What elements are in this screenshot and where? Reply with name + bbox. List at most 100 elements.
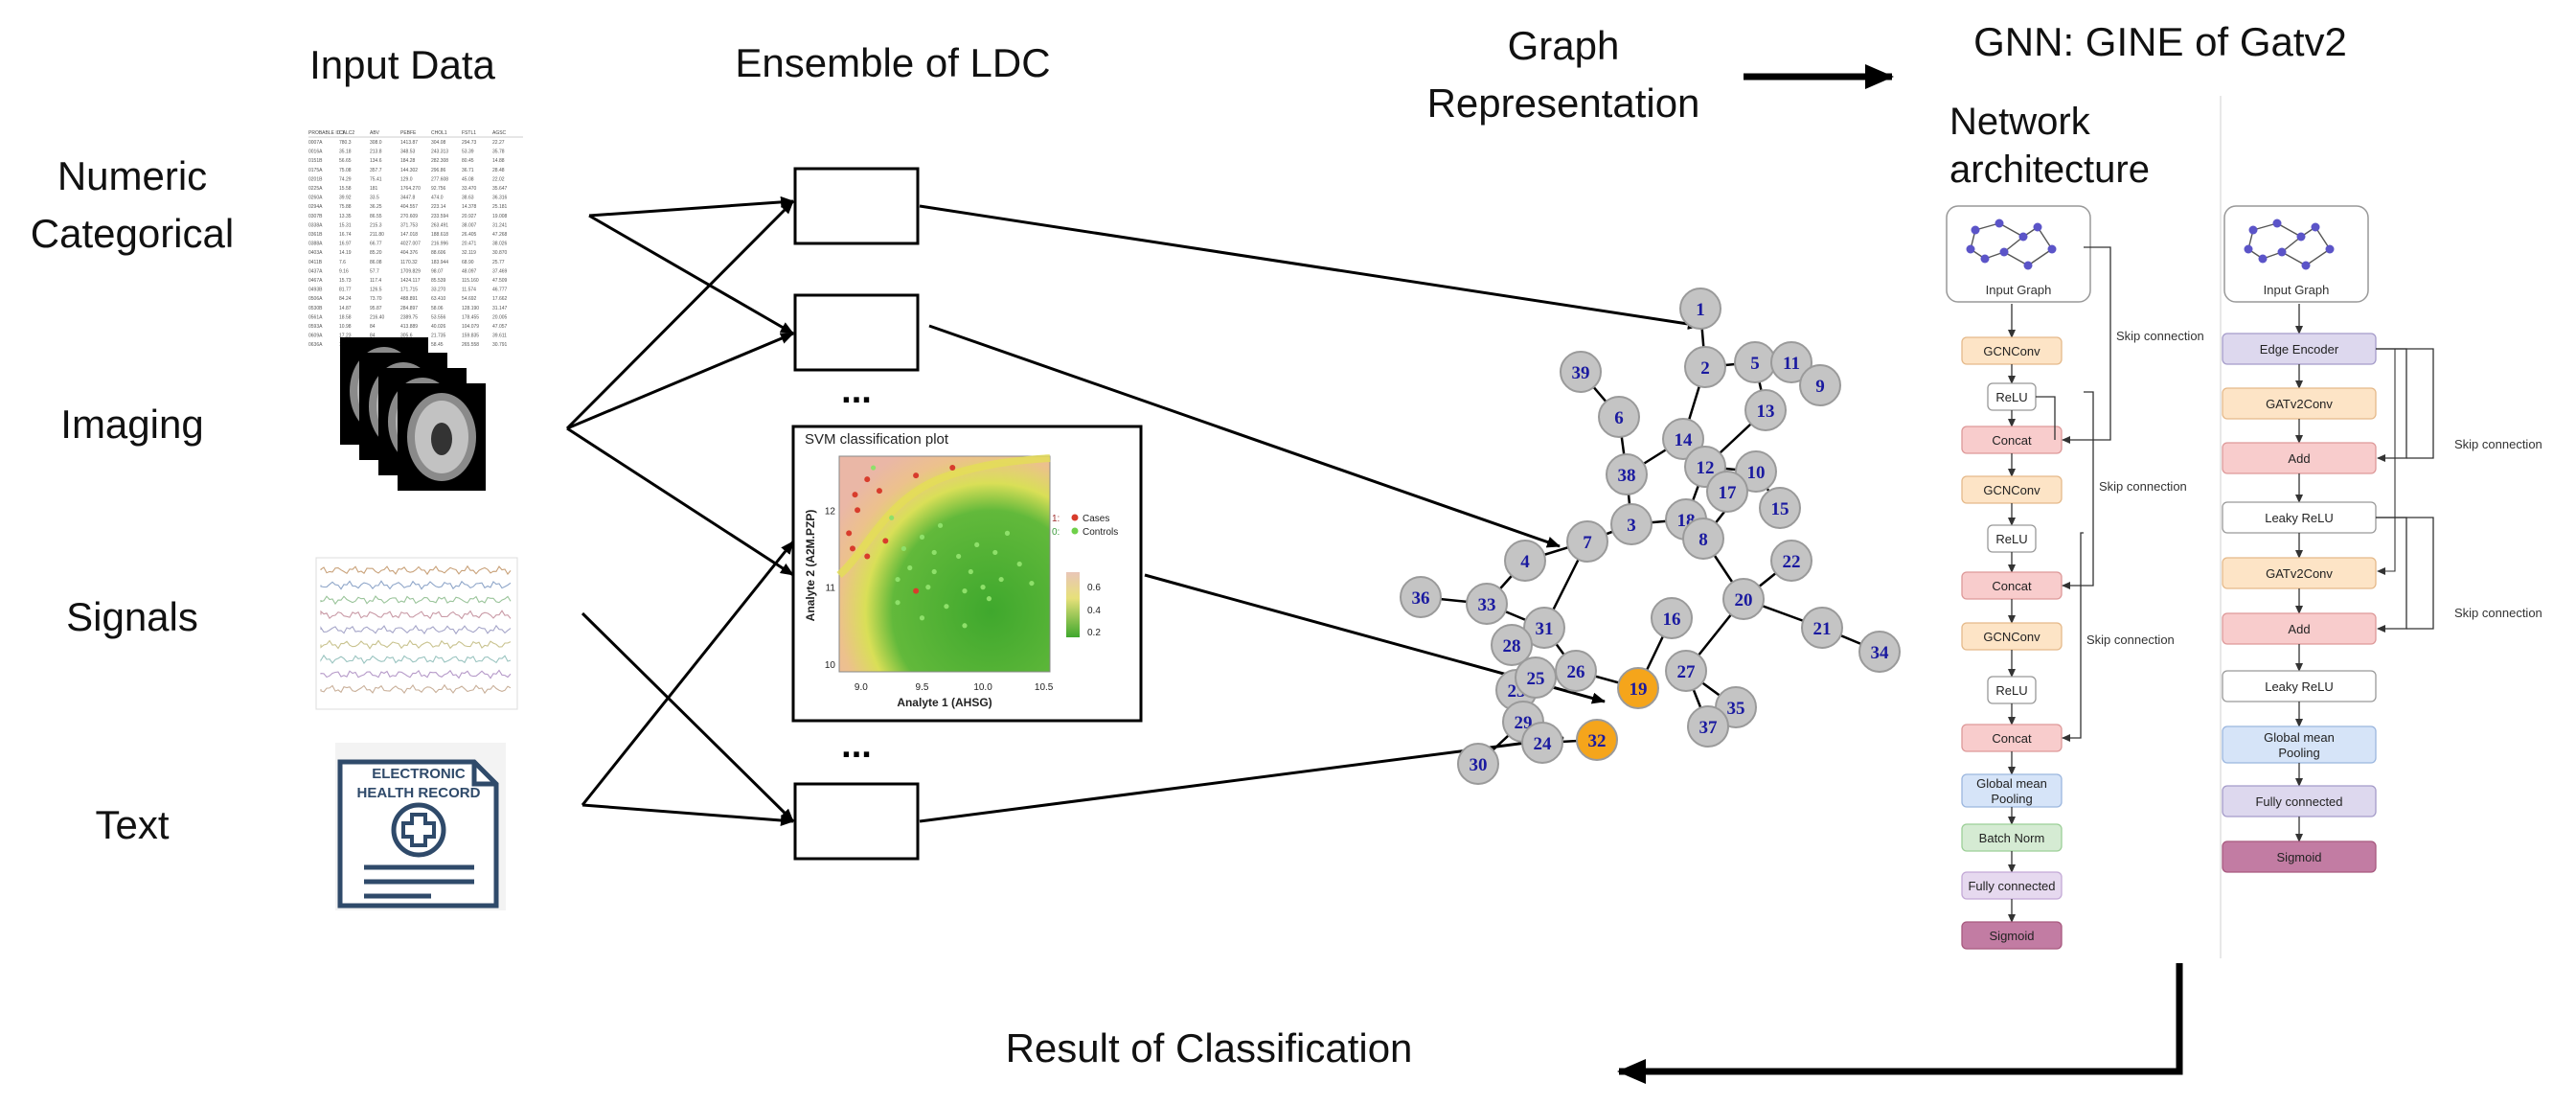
graph-node-circle (1560, 351, 1602, 393)
graph-node: 26 (1555, 650, 1597, 692)
graph-node: 20 (1722, 578, 1765, 620)
table-cell: 75.88 (339, 204, 352, 210)
table-cell: 296.86 (431, 168, 446, 173)
arch-title-line2: architecture (1949, 149, 2150, 191)
graph-node: 38 (1606, 453, 1648, 495)
skip-connection-label: Skip connection (2454, 437, 2542, 451)
table-cell: 0007A (308, 140, 323, 146)
table-cell: 30.870 (492, 250, 508, 256)
table-cell: 58.45 (431, 342, 444, 348)
graph-node-circle (1735, 450, 1777, 493)
signal-trace (320, 624, 512, 635)
graph-node-label: 5 (1750, 354, 1760, 374)
table-cell: 36.316 (492, 196, 508, 201)
graph-node-label: 27 (1677, 662, 1697, 682)
concat-3: Concat (1961, 724, 2063, 752)
input-data-header: Input Data (309, 42, 495, 87)
table-cell: 80.45 (462, 158, 474, 164)
graph-node-label: 35 (1727, 699, 1745, 719)
table-cell: 84.24 (339, 296, 352, 302)
graph-node-label: 17 (1719, 483, 1738, 503)
table-cell: 84 (370, 334, 376, 339)
concat-3-label: Concat (1992, 731, 2032, 746)
table-cell: 18.58 (339, 314, 352, 320)
ellipsis-bottom: ... (841, 725, 872, 766)
graph-node: 13 (1744, 389, 1787, 431)
table-cell: 25.77 (492, 260, 505, 265)
ehr-icon: ELECTRONIC HEALTH RECORD (335, 743, 506, 910)
table-cell: 37.469 (492, 268, 508, 274)
table-cell: 404.376 (400, 250, 418, 256)
ehr-line2: HEALTH RECORD (357, 785, 481, 801)
svm-case-point (855, 507, 861, 514)
table-cell: 171.715 (400, 288, 418, 293)
graph-node-label: 1 (1696, 300, 1705, 320)
concat-1: Concat (1961, 426, 2063, 454)
graph-node-circle (1799, 364, 1841, 406)
graph-node-label: 19 (1630, 679, 1648, 700)
graph-node: 36 (1400, 576, 1442, 618)
signal-trace (320, 669, 512, 679)
table-cell: 75.08 (339, 168, 352, 173)
gcnconv-2-label: GCNConv (1983, 483, 2040, 497)
table-cell: 35.647 (492, 186, 508, 192)
table-cell: 36.71 (462, 168, 474, 173)
table-cell: 277.608 (431, 176, 448, 182)
table-cell: 33.5 (370, 196, 379, 201)
graph-node-label: 36 (1412, 588, 1430, 609)
ldc-box-1 (793, 167, 920, 245)
table-cell: 126.5 (370, 288, 382, 293)
gcnconv-1: GCNConv (1961, 336, 2063, 365)
graph-node-label: 3 (1627, 516, 1636, 536)
graph-node-circle (1706, 471, 1748, 513)
table-cell: 117.4 (370, 278, 381, 284)
graph-node: 32 (1576, 719, 1618, 761)
graph-node-label: 38 (1618, 466, 1636, 486)
table-cell: 0016A (308, 150, 323, 155)
input-graph-node (1999, 247, 2009, 257)
signal-trace (320, 639, 512, 650)
graph-node-circle (1770, 341, 1812, 383)
relu-2: ReLU (1987, 524, 2037, 553)
table-cell: 20.927 (462, 214, 477, 219)
table-cell: 54.692 (462, 296, 477, 302)
graph-node: 33 (1466, 583, 1508, 625)
table-cell: 14.87 (339, 306, 352, 311)
table-cell: 98.07 (431, 268, 444, 274)
svm-points (846, 465, 1035, 629)
graph-node-circle (1722, 578, 1765, 620)
table-cell: 57.7 (370, 268, 379, 274)
graph-node-circle (1801, 607, 1843, 649)
input-graph-node (2296, 232, 2306, 242)
svm-control-point (895, 600, 900, 606)
input-graph-node (2277, 247, 2287, 257)
table-cell: 474.0 (431, 196, 444, 201)
graph-node-label: 26 (1567, 662, 1585, 682)
table-cell: 0403A (308, 250, 323, 256)
table-cell: 1764.270 (400, 186, 421, 192)
add-1: Add (2222, 442, 2377, 474)
svm-control-point (900, 545, 906, 552)
table-cell: 308.0 (370, 140, 382, 146)
svm-case-point (864, 476, 871, 483)
relu-2-label: ReLU (1995, 532, 2027, 546)
signal-trace (320, 595, 512, 606)
table-header-cell: AGSC (492, 130, 507, 136)
table-header-cell: CHOL1 (431, 130, 447, 136)
gnn-header: GNN: GINE of Gatv2 (1973, 19, 2347, 64)
table-cell: 188.618 (431, 232, 448, 238)
skip-connection-label: Skip connection (2099, 479, 2187, 494)
svm-control-point (925, 585, 931, 590)
signal-trace (320, 683, 512, 695)
table-cell: 92.756 (431, 186, 446, 192)
svm-legend-class-0: 0: (1052, 527, 1060, 538)
table-cell: 31.241 (492, 222, 508, 228)
graph-node: 4 (1504, 540, 1546, 582)
svm-area-tick-3: 0.2 (1087, 628, 1101, 638)
graph-node-label: 6 (1614, 408, 1624, 428)
table-cell: 15.58 (339, 186, 352, 192)
table-cell: 75.41 (370, 176, 382, 182)
left-input-graph: Input Graph (1946, 205, 2091, 303)
table-cell: 38.007 (462, 222, 477, 228)
